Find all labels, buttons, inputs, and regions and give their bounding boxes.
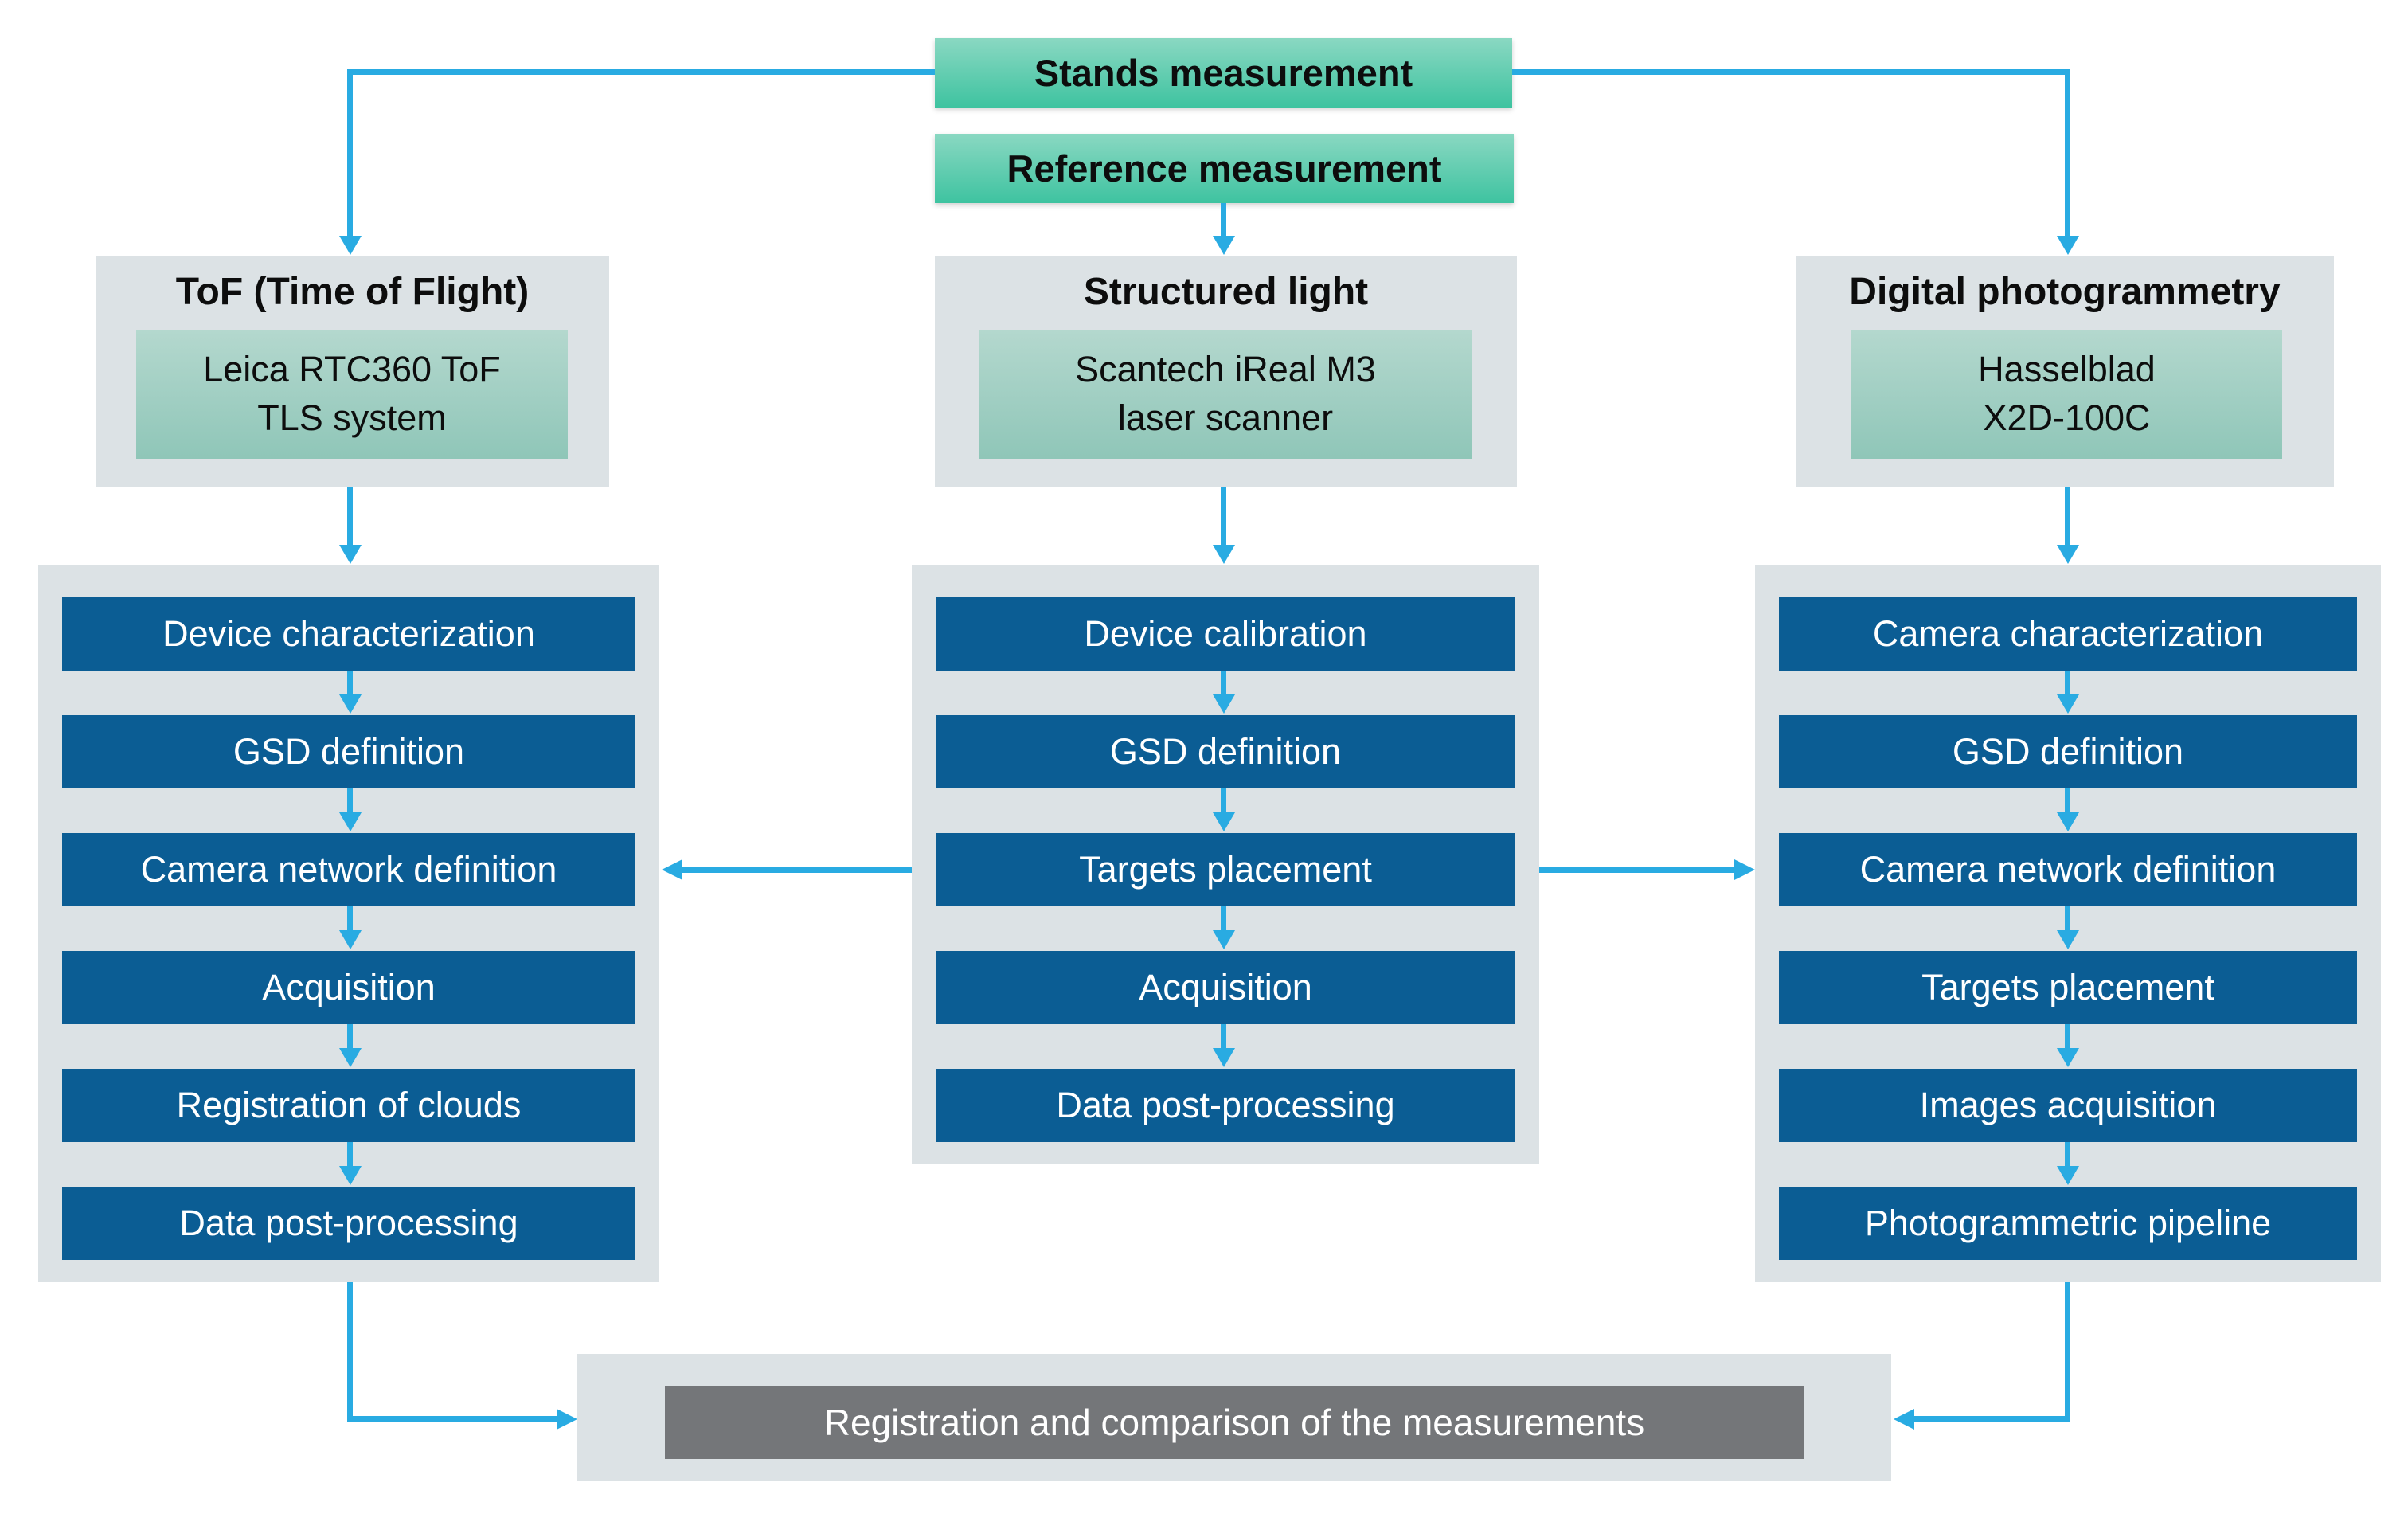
arrow-dp-header-to-steps (2065, 487, 2070, 546)
arrow-step-connector (1221, 788, 1226, 814)
structured-light-device-box: Scantech iReal M3 laser scanner (979, 330, 1472, 459)
arrow-down-icon (339, 694, 362, 716)
arrow-step-connector (347, 788, 353, 814)
device-name-line: laser scanner (1117, 397, 1334, 438)
device-name-line: Scantech iReal M3 (1075, 349, 1376, 390)
arrow-down-icon (2057, 236, 2079, 257)
step-box: Targets placement (936, 833, 1515, 906)
arrow-stands-to-left-vline (347, 69, 353, 237)
step-box: GSD definition (936, 715, 1515, 788)
step-box: Camera characterization (1779, 597, 2357, 671)
step-box: GSD definition (62, 715, 635, 788)
step-box: Camera network definition (1779, 833, 2357, 906)
arrow-center-to-right (1539, 867, 1734, 873)
device-name-line: TLS system (257, 397, 447, 438)
arrow-down-icon (339, 812, 362, 834)
step-box: Images acquisition (1779, 1069, 2357, 1142)
arrow-right-icon (557, 1409, 580, 1430)
step-box: Targets placement (1779, 951, 2357, 1024)
arrow-down-icon (339, 1166, 362, 1187)
arrow-down-icon (1213, 1048, 1235, 1070)
tof-device-box: Leica RTC360 ToF TLS system (136, 330, 568, 459)
arrow-step-connector (1221, 671, 1226, 696)
arrow-stands-to-left-hline (347, 69, 935, 75)
arrow-right-to-bottom-vline (2065, 1282, 2070, 1416)
arrow-down-icon (2057, 1166, 2079, 1187)
device-name-line: X2D-100C (1983, 397, 2151, 438)
arrow-down-icon (2057, 694, 2079, 716)
arrow-center-to-left (680, 867, 912, 873)
step-box: Device characterization (62, 597, 635, 671)
step-box: Photogrammetric pipeline (1779, 1187, 2357, 1260)
photogrammetry-title: Digital photogrammetry (1849, 270, 2281, 313)
arrow-step-connector (1221, 906, 1226, 932)
step-box: Acquisition (936, 951, 1515, 1024)
arrow-left-to-bottom-vline (347, 1282, 353, 1416)
arrow-step-connector (2065, 906, 2070, 932)
photogrammetry-device-box: Hasselblad X2D-100C (1851, 330, 2282, 459)
arrow-step-connector (347, 1142, 353, 1168)
arrow-down-icon (1213, 236, 1235, 257)
step-box: Data post-processing (62, 1187, 635, 1260)
arrow-sl-header-to-steps (1221, 487, 1226, 546)
stands-measurement-box: Stands measurement (935, 38, 1512, 108)
structured-light-title: Structured light (1083, 270, 1369, 313)
device-name-line: Leica RTC360 ToF (203, 349, 501, 390)
arrow-down-icon (2057, 812, 2079, 834)
arrow-down-icon (339, 236, 362, 257)
arrow-left-to-bottom-hline (347, 1416, 557, 1422)
arrow-down-icon (1213, 930, 1235, 952)
arrow-down-icon (339, 1048, 362, 1070)
arrow-right-to-bottom-hline (1912, 1416, 2070, 1422)
arrow-down-icon (2057, 545, 2079, 566)
arrow-tof-header-to-steps (347, 487, 353, 546)
arrow-down-icon (2057, 1048, 2079, 1070)
arrow-down-icon (2057, 930, 2079, 952)
arrow-step-connector (2065, 1142, 2070, 1168)
arrow-step-connector (347, 671, 353, 696)
arrow-step-connector (2065, 788, 2070, 814)
arrow-stands-to-right-vline (2065, 69, 2070, 237)
arrow-step-connector (347, 906, 353, 932)
arrow-down-icon (339, 930, 362, 952)
arrow-stands-to-right-hline (1512, 69, 2070, 75)
arrow-down-icon (1213, 812, 1235, 834)
step-box: Acquisition (62, 951, 635, 1024)
arrow-step-connector (347, 1024, 353, 1050)
arrow-down-icon (339, 545, 362, 566)
step-box: Data post-processing (936, 1069, 1515, 1142)
arrow-down-icon (1213, 694, 1235, 716)
step-box: Camera network definition (62, 833, 635, 906)
registration-comparison-box: Registration and comparison of the measu… (665, 1386, 1804, 1459)
arrow-step-connector (2065, 671, 2070, 696)
device-name-line: Hasselblad (1978, 349, 2156, 390)
arrow-left-icon (659, 859, 682, 880)
arrow-reference-to-center-vline (1221, 203, 1226, 237)
reference-measurement-box: Reference measurement (935, 134, 1514, 203)
arrow-right-icon (1734, 859, 1757, 880)
tof-title: ToF (Time of Flight) (175, 270, 530, 313)
arrow-step-connector (1221, 1024, 1226, 1050)
step-box: GSD definition (1779, 715, 2357, 788)
step-box: Device calibration (936, 597, 1515, 671)
step-box: Registration of clouds (62, 1069, 635, 1142)
arrow-step-connector (2065, 1024, 2070, 1050)
arrow-down-icon (1213, 545, 1235, 566)
arrow-left-icon (1891, 1409, 1914, 1430)
